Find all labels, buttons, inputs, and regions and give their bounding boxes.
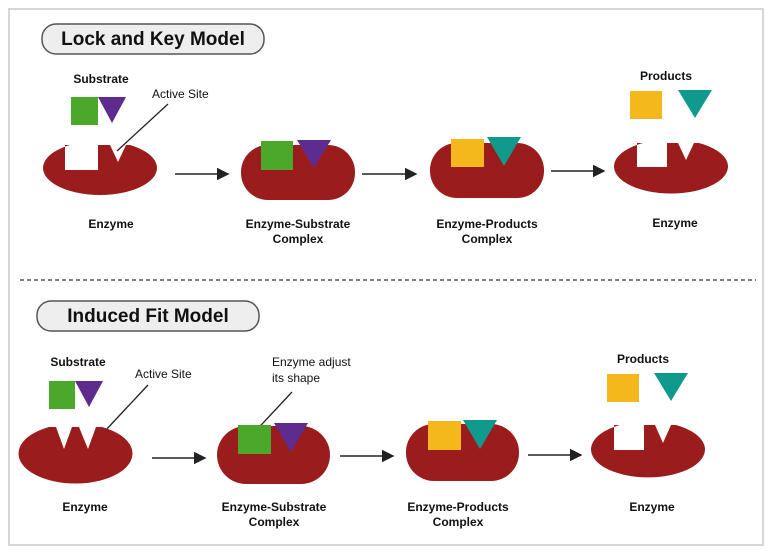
lock-and-key-title: Lock and Key Model <box>61 29 245 50</box>
active-site-pointer <box>116 103 169 152</box>
active-site-pointer <box>103 384 149 433</box>
ep-complex-label-line2: Complex <box>433 515 484 529</box>
product-square <box>607 374 639 402</box>
lock-and-key-section: Lock and Key Model Substrate Active Site… <box>41 23 728 246</box>
enzyme-products-complex-body <box>406 424 519 481</box>
adjust-label-line1: Enzyme adjust <box>272 355 351 369</box>
substrate-triangle <box>297 140 331 168</box>
product-square <box>630 91 662 119</box>
product-triangle <box>654 373 688 401</box>
substrate-square <box>49 381 75 409</box>
product-triangle <box>678 90 712 118</box>
substrate-label: Substrate <box>73 72 129 86</box>
enzyme-substrate-complex-body <box>241 145 355 200</box>
enzyme-body <box>614 143 728 194</box>
product-square <box>428 421 461 450</box>
ep-complex-label-line1: Enzyme-Products <box>436 217 538 231</box>
induced-fit-title-pill: Induced Fit Model <box>36 300 260 332</box>
products-label: Products <box>640 69 692 83</box>
substrate-square <box>238 425 271 454</box>
products-label: Products <box>617 352 669 366</box>
enzyme-end-label: Enzyme <box>629 500 675 514</box>
es-complex-label-line1: Enzyme-Substrate <box>222 500 327 514</box>
substrate-label: Substrate <box>50 355 106 369</box>
active-site-label: Active Site <box>152 87 209 101</box>
es-complex-label-line1: Enzyme-Substrate <box>246 217 351 231</box>
substrate-triangle <box>274 423 308 452</box>
enzyme-substrate-complex-body <box>217 426 330 484</box>
title-pill-background <box>41 23 265 55</box>
substrate-square <box>261 141 293 170</box>
enzyme-body <box>591 425 705 478</box>
enzyme-body <box>42 145 157 195</box>
title-pill-background <box>36 300 260 332</box>
enzyme-end-label: Enzyme <box>652 216 698 230</box>
enzyme-label: Enzyme <box>62 500 108 514</box>
substrate-triangle <box>75 381 103 407</box>
substrate-triangle <box>98 97 126 123</box>
product-triangle <box>463 420 497 449</box>
product-square <box>451 139 484 167</box>
enzyme-body <box>18 427 133 484</box>
ep-complex-label-line2: Complex <box>462 232 513 246</box>
induced-fit-section: Induced Fit Model Substrate Active Site … <box>18 300 705 529</box>
enzyme-products-complex-body <box>430 143 544 198</box>
adjust-label-line2: its shape <box>272 371 320 385</box>
substrate-square <box>71 97 98 125</box>
es-complex-label-line2: Complex <box>273 232 324 246</box>
enzyme-label: Enzyme <box>88 217 134 231</box>
es-complex-label-line2: Complex <box>249 515 300 529</box>
product-triangle <box>487 137 521 166</box>
ep-complex-label-line1: Enzyme-Products <box>407 500 509 514</box>
induced-fit-title: Induced Fit Model <box>67 306 229 327</box>
active-site-label: Active Site <box>135 367 192 381</box>
lock-and-key-title-pill: Lock and Key Model <box>41 23 265 55</box>
